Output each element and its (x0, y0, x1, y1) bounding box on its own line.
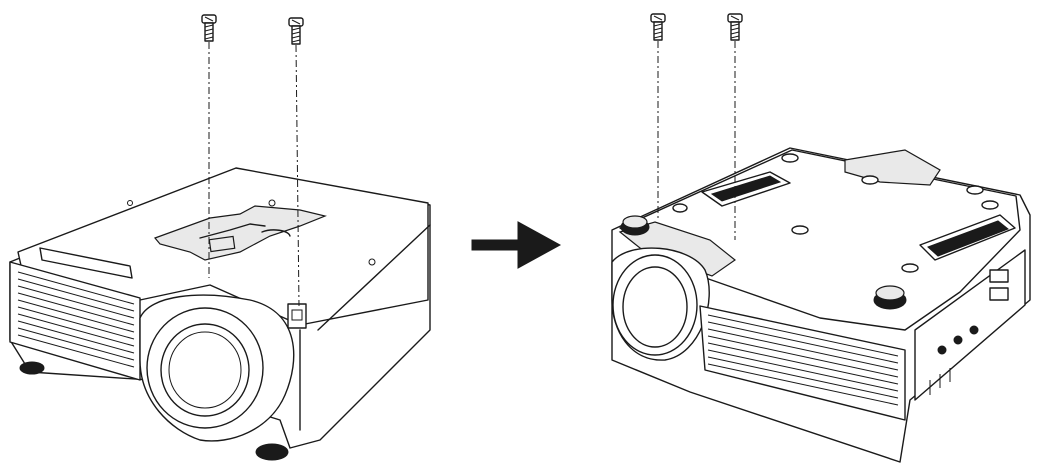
vent-1 (701, 171, 791, 207)
foot-left (19, 361, 45, 375)
projector-bottom-view (611, 13, 1031, 463)
front-grille-2 (707, 314, 899, 406)
screw-right-2 (727, 13, 743, 240)
vent-2 (919, 214, 1016, 261)
lens-glass (160, 323, 250, 417)
screw-left-1 (201, 14, 217, 278)
screw-tab (287, 303, 307, 329)
front-grille-housing (9, 261, 141, 381)
screw-left-2 (288, 17, 304, 307)
foot-front (255, 443, 289, 461)
front-grille (17, 271, 135, 368)
right-arrow (471, 221, 562, 269)
screw-right-1 (650, 13, 666, 220)
lens-glass-2 (622, 266, 688, 348)
projector-top-view (9, 14, 431, 461)
lamp-cover (153, 205, 327, 261)
